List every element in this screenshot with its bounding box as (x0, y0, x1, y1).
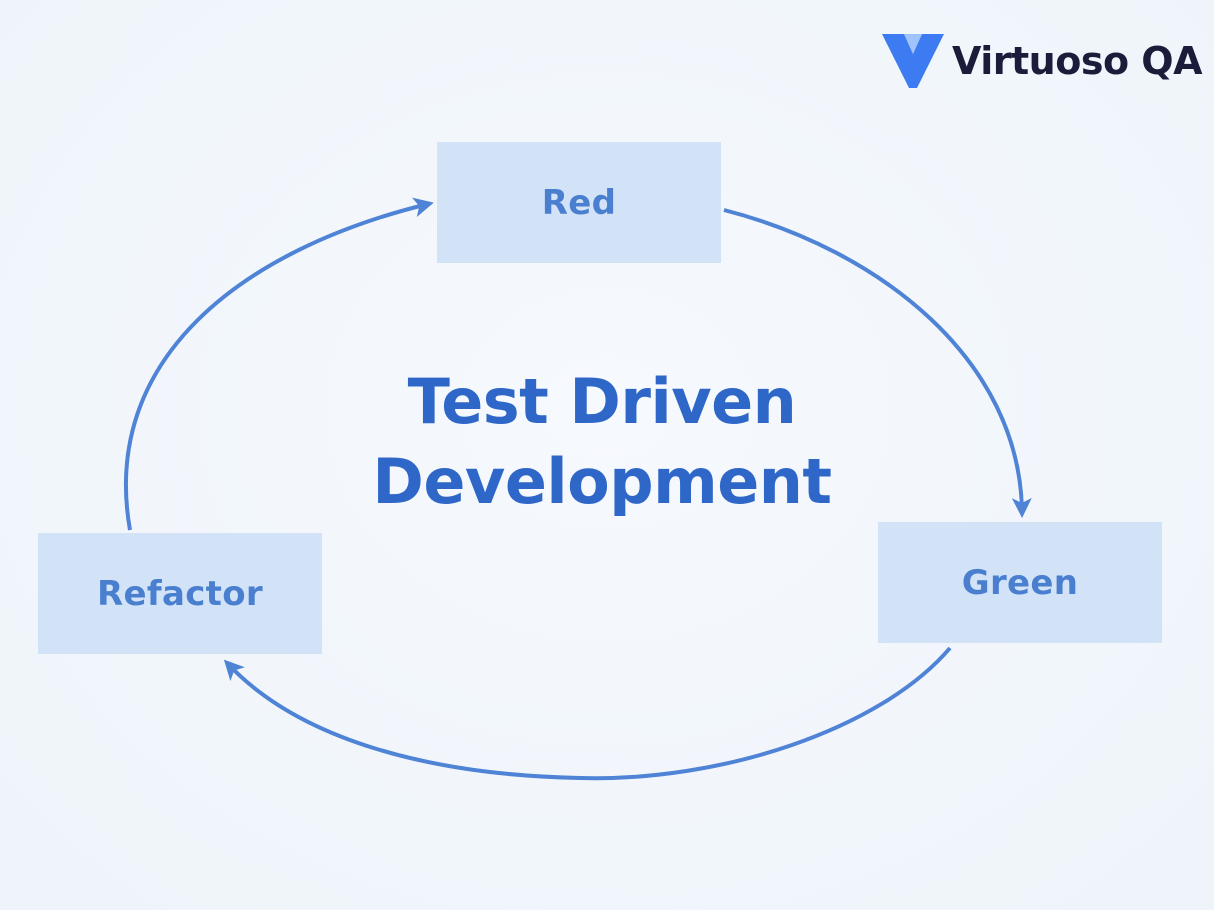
node-red-label: Red (541, 182, 617, 223)
v-logo-icon (882, 34, 944, 88)
node-red: Red (437, 142, 721, 263)
brand-name: Virtuoso QA (952, 39, 1203, 83)
node-green-label: Green (961, 562, 1079, 603)
node-refactor: Refactor (38, 533, 322, 654)
title-line-2: Development (372, 445, 832, 518)
diagram-title: Test Driven Development (300, 362, 904, 522)
arrow-red-to-green (723, 208, 1032, 518)
node-refactor-label: Refactor (97, 573, 263, 614)
brand-logo: Virtuoso QA (880, 32, 1203, 90)
node-green: Green (878, 522, 1162, 643)
arrow-green-to-refactor (223, 646, 952, 781)
arrow-refactor-to-red (123, 197, 434, 531)
title-line-1: Test Driven (407, 365, 797, 438)
